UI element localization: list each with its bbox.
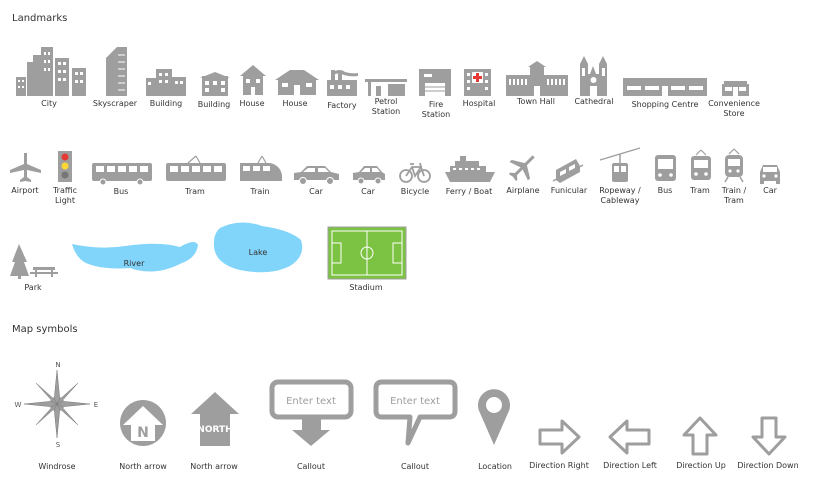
skyscraper-icon bbox=[106, 47, 127, 96]
landmark-label: Building bbox=[149, 99, 183, 108]
tram-side-icon bbox=[166, 155, 226, 181]
petrol-station-icon bbox=[365, 79, 407, 96]
airport-icon bbox=[10, 153, 41, 182]
landmark-label: Car bbox=[763, 186, 777, 195]
map-symbols-title: Map symbols bbox=[12, 324, 78, 335]
landmark-label: Airport bbox=[11, 186, 39, 195]
landmark-label: Train bbox=[250, 187, 270, 196]
ferry-icon bbox=[445, 156, 495, 182]
landmark-label: Convenience Store bbox=[708, 99, 760, 118]
building-small-icon bbox=[200, 72, 230, 96]
bus-side-icon bbox=[92, 163, 152, 186]
symbol-label: Direction Right bbox=[529, 461, 589, 470]
hospital-icon bbox=[464, 69, 491, 96]
arrow-down-icon bbox=[751, 416, 787, 456]
tram-front-icon bbox=[691, 149, 711, 180]
landmark-label: Building bbox=[197, 100, 231, 109]
landmark-label: Tram bbox=[690, 186, 710, 195]
symbol-label: Direction Up bbox=[676, 461, 726, 470]
symbol-label: North arrow bbox=[190, 462, 238, 471]
landmark-label: Car bbox=[361, 187, 375, 196]
symbol-label: Callout bbox=[296, 462, 326, 471]
car-front-icon bbox=[760, 165, 780, 184]
landmark-label: Bus bbox=[657, 186, 673, 195]
landmark-label: Airplane bbox=[506, 186, 540, 195]
bus-front-icon bbox=[655, 155, 676, 181]
windrose-s: S bbox=[56, 441, 61, 449]
landmarks-title: Landmarks bbox=[12, 13, 68, 24]
landmark-label: Ropeway / Cableway bbox=[599, 186, 641, 205]
symbol-label: Location bbox=[478, 462, 512, 471]
car-small-side-icon bbox=[353, 166, 385, 185]
location-pin-icon bbox=[478, 389, 510, 445]
landmark-label: Skyscraper bbox=[92, 99, 138, 108]
river-label: River bbox=[124, 259, 145, 268]
north-arrow-round-icon: N bbox=[120, 400, 166, 446]
park-icon bbox=[10, 244, 58, 279]
symbol-label: Callout bbox=[400, 462, 430, 471]
landmark-label: Cathedral bbox=[574, 97, 614, 106]
bicycle-icon bbox=[399, 162, 431, 183]
landmark-label: Train / Tram bbox=[721, 186, 747, 205]
lake-label: Lake bbox=[249, 248, 268, 257]
callout-text[interactable]: Enter text bbox=[390, 396, 440, 407]
callout-speech-icon: Enter text bbox=[373, 379, 458, 446]
landmark-label: Funicular bbox=[550, 186, 588, 195]
landmark-label: Fire Station bbox=[421, 100, 451, 119]
landmark-label: Bicycle bbox=[400, 187, 430, 196]
ropeway-icon bbox=[599, 147, 641, 182]
symbol-label: Direction Down bbox=[737, 461, 799, 470]
shopping-centre-icon bbox=[623, 78, 707, 96]
arrow-up-icon bbox=[682, 416, 718, 456]
lake-icon: Lake bbox=[213, 222, 303, 273]
landmark-label: Shopping Centre bbox=[631, 100, 699, 109]
funicular-icon bbox=[552, 159, 584, 183]
landmark-label: Tram bbox=[185, 187, 205, 196]
landmark-label: Factory bbox=[327, 101, 357, 110]
train-front-icon bbox=[724, 148, 744, 183]
north-arrow-block-icon: NORTH bbox=[191, 392, 239, 446]
stadium-icon bbox=[327, 226, 407, 280]
landmark-label: Town Hall bbox=[517, 97, 555, 106]
arrow-right-icon bbox=[538, 419, 581, 455]
windrose-e: E bbox=[94, 401, 98, 409]
symbol-label: Direction Left bbox=[603, 461, 657, 470]
windrose-n: N bbox=[55, 361, 60, 369]
building-icon bbox=[146, 69, 186, 96]
north-arrow-letter: N bbox=[137, 425, 149, 441]
fire-station-icon bbox=[419, 69, 451, 96]
landmark-label: House bbox=[239, 99, 265, 108]
north-arrow-text: NORTH bbox=[197, 425, 232, 435]
symbol-label: North arrow bbox=[119, 462, 167, 471]
house-icon bbox=[240, 65, 266, 95]
river-icon: River bbox=[72, 241, 198, 272]
callout-text[interactable]: Enter text bbox=[286, 396, 336, 407]
windrose-icon: N S E W bbox=[15, 361, 99, 449]
symbol-label: Windrose bbox=[38, 462, 76, 471]
traffic-light-icon bbox=[58, 151, 72, 182]
city-icon bbox=[16, 47, 86, 96]
cathedral-icon bbox=[580, 56, 607, 96]
landmark-label: Bus bbox=[113, 187, 129, 196]
landmark-label: Petrol Station bbox=[371, 97, 401, 116]
factory-icon bbox=[327, 70, 358, 96]
landmark-label: City bbox=[41, 99, 57, 108]
landmark-label: Car bbox=[309, 187, 323, 196]
car-side-icon bbox=[294, 166, 339, 185]
landmark-label: Park bbox=[24, 283, 42, 292]
landmark-label: Traffic Light bbox=[52, 186, 78, 205]
landmark-label: Stadium bbox=[349, 283, 383, 292]
landmark-label: Ferry / Boat bbox=[445, 187, 493, 196]
callout-arrow-icon: Enter text bbox=[269, 379, 354, 446]
convenience-store-icon bbox=[722, 81, 749, 96]
landmark-label: House bbox=[282, 99, 308, 108]
arrow-left-icon bbox=[608, 419, 651, 455]
town-hall-icon bbox=[506, 61, 568, 96]
train-side-icon bbox=[240, 155, 282, 181]
house-wide-icon bbox=[275, 70, 319, 95]
airplane-icon bbox=[508, 155, 535, 182]
windrose-w: W bbox=[15, 401, 22, 409]
landmark-label: Hospital bbox=[462, 99, 496, 108]
